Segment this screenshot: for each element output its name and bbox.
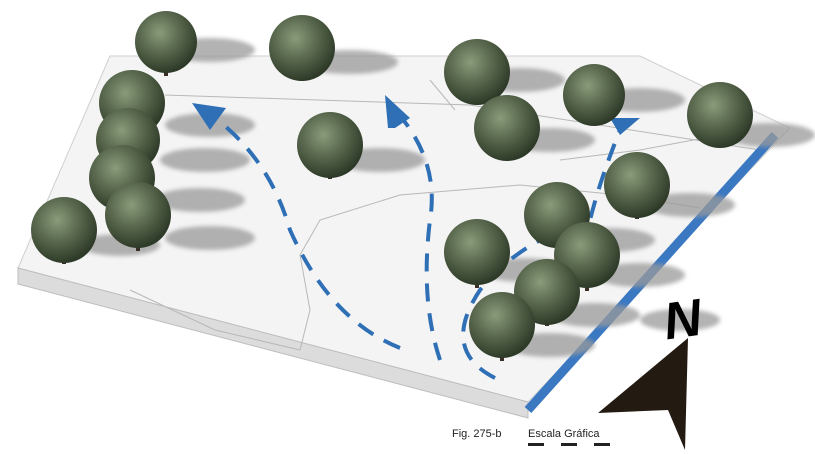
terrain-front-side [17, 267, 529, 419]
terrain-lines [129, 79, 761, 351]
flow-paths [213, 108, 622, 380]
north-arrow-icon [598, 338, 688, 450]
tree-icon [297, 112, 363, 179]
tree-icon [474, 95, 540, 161]
flow-path-east [461, 129, 622, 380]
tree-icon [444, 39, 510, 105]
tree-icon [604, 152, 670, 219]
arrow-head-icon [192, 103, 226, 130]
flow-path-center [393, 108, 442, 361]
scale-bar-segment [528, 443, 545, 446]
north-label: N [660, 288, 706, 352]
scale-bar [528, 443, 611, 446]
scale-bar-segment [560, 443, 578, 446]
scale-label: Escala Gráfica [528, 428, 600, 440]
tree-icon [563, 64, 625, 126]
scale-bar-segment [577, 443, 594, 446]
tree-icon [444, 219, 510, 288]
scale-bar-segment [544, 443, 561, 446]
tree-icon [687, 82, 753, 148]
flow-arrow-heads [192, 95, 640, 135]
arrow-head-icon [385, 95, 410, 128]
tree-icon [135, 11, 197, 76]
trees [31, 11, 753, 361]
tree-icon [31, 197, 97, 264]
tree-icon [269, 15, 335, 81]
tree-icon [105, 182, 171, 251]
tree-icon [469, 292, 535, 361]
scale-bar-segment [593, 443, 611, 446]
arrow-head-icon [610, 118, 640, 135]
figure-caption: Fig. 275-b [452, 428, 502, 440]
flow-path-west [213, 116, 401, 350]
